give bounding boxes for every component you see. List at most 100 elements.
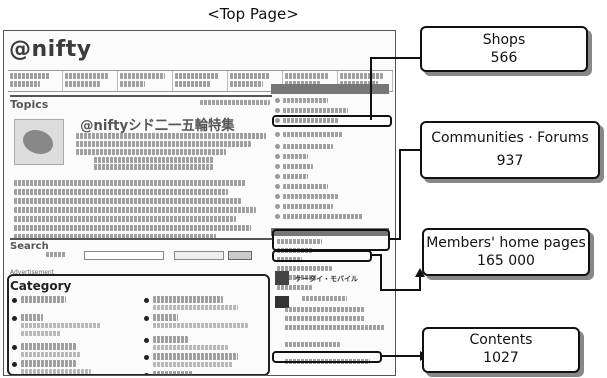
- right-nav-label[interactable]: [283, 204, 333, 209]
- topics-subnav[interactable]: [200, 100, 270, 105]
- search-scope-select[interactable]: [174, 251, 224, 260]
- right-nav-item-screensaver[interactable]: [277, 340, 389, 349]
- topic-link[interactable]: [14, 216, 236, 222]
- mobile-link[interactable]: ケータイ・モバイル: [295, 275, 358, 283]
- right-nav-item[interactable]: [275, 283, 387, 292]
- category-name[interactable]: [153, 336, 188, 343]
- topic-link[interactable]: [14, 234, 216, 240]
- nav-item[interactable]: [63, 71, 118, 91]
- bullet-icon: [275, 184, 280, 189]
- category-sub: [153, 323, 248, 328]
- bullet-icon: [275, 132, 280, 137]
- right-nav-item[interactable]: [275, 162, 387, 171]
- homepages-callout: Members' home pages 165 000: [422, 228, 590, 276]
- feature-image[interactable]: [14, 119, 64, 165]
- feature-text-line: [76, 133, 266, 139]
- right-nav-label[interactable]: [277, 275, 317, 280]
- search-input[interactable]: [84, 251, 164, 260]
- search-heading: Search: [10, 241, 49, 252]
- category-name[interactable]: [153, 314, 178, 321]
- nav-item[interactable]: [228, 71, 283, 91]
- category-name[interactable]: [21, 360, 76, 367]
- right-nav-item[interactable]: [275, 212, 387, 221]
- feature-text-line: [76, 149, 226, 155]
- right-nav-label[interactable]: [285, 325, 385, 330]
- right-nav-label[interactable]: [285, 342, 340, 347]
- category-name[interactable]: [153, 296, 223, 303]
- right-nav-label[interactable]: [277, 285, 312, 290]
- right-nav-label[interactable]: [285, 307, 365, 312]
- right-nav-item[interactable]: [277, 305, 389, 314]
- right-nav-item[interactable]: [275, 96, 387, 105]
- right-nav-label[interactable]: [277, 239, 322, 244]
- right-nav-item[interactable]: [275, 142, 387, 151]
- right-nav-item[interactable]: [275, 182, 387, 191]
- right-nav-label[interactable]: [277, 257, 302, 262]
- topic-link[interactable]: [14, 180, 246, 186]
- nav-item[interactable]: [173, 71, 228, 91]
- phone-icon: [275, 271, 289, 285]
- topic-link[interactable]: [14, 225, 251, 231]
- right-nav-label[interactable]: [283, 118, 338, 123]
- feature-link-line[interactable]: [94, 164, 214, 170]
- right-nav-label[interactable]: [283, 184, 328, 189]
- right-nav-label[interactable]: [283, 174, 308, 179]
- right-nav-item[interactable]: [277, 314, 389, 323]
- right-nav-item[interactable]: [275, 255, 387, 264]
- bullet-icon: [144, 316, 149, 321]
- search-button[interactable]: [228, 251, 252, 260]
- right-nav-item-shopping[interactable]: [275, 130, 387, 139]
- site-logo[interactable]: @nifty: [9, 37, 92, 62]
- bullet-icon: [12, 298, 17, 303]
- right-nav-label[interactable]: [302, 296, 347, 301]
- bullet-icon: [275, 214, 280, 219]
- right-nav-label[interactable]: [283, 164, 313, 169]
- right-nav-item[interactable]: [275, 106, 387, 115]
- right-nav-item-homepage[interactable]: [275, 264, 387, 273]
- category-name[interactable]: [153, 371, 193, 375]
- contents-highlight: [272, 351, 382, 363]
- category-name[interactable]: [21, 343, 76, 350]
- right-nav-item[interactable]: [275, 202, 387, 211]
- topic-link[interactable]: [14, 207, 256, 213]
- right-nav-item-communities[interactable]: [275, 237, 387, 246]
- search-label: [46, 252, 66, 257]
- category-sub: [21, 323, 101, 328]
- feature-block[interactable]: @niftyシド二一五輪特集: [14, 113, 269, 173]
- right-nav-label[interactable]: [283, 214, 363, 219]
- right-nav-label[interactable]: [285, 316, 365, 321]
- right-nav-label[interactable]: [283, 108, 348, 113]
- feature-link-line[interactable]: [94, 157, 214, 163]
- category-name[interactable]: [153, 353, 238, 360]
- bullet-icon: [275, 194, 280, 199]
- shops-highlight: [272, 115, 392, 127]
- communities-highlight: [272, 229, 390, 251]
- right-nav-item[interactable]: [275, 152, 387, 161]
- nav-item[interactable]: [118, 71, 173, 91]
- right-nav-label[interactable]: [277, 266, 332, 271]
- bullet-icon: [144, 338, 149, 343]
- right-nav-label[interactable]: [283, 144, 333, 149]
- right-nav-item[interactable]: [275, 192, 387, 201]
- nav-item[interactable]: [8, 71, 63, 91]
- contents-count: 1027: [483, 350, 519, 366]
- communities-count: 937: [496, 153, 524, 169]
- right-nav-item[interactable]: [275, 116, 387, 125]
- right-nav-item[interactable]: [277, 323, 389, 332]
- topic-link[interactable]: [14, 189, 229, 195]
- right-nav-label[interactable]: [283, 132, 343, 137]
- bullet-icon: [144, 355, 149, 360]
- feature-title[interactable]: @niftyシド二一五輪特集: [80, 118, 235, 134]
- category-name[interactable]: [21, 314, 43, 321]
- right-nav-item[interactable]: [275, 172, 387, 181]
- bullet-icon: [275, 154, 280, 159]
- category-name[interactable]: [21, 296, 66, 303]
- right-nav-label[interactable]: [283, 154, 308, 159]
- right-nav-item[interactable]: [294, 294, 395, 303]
- right-column-subheader: [271, 228, 389, 236]
- right-nav-label[interactable]: [283, 98, 328, 103]
- category-highlight-box: [7, 274, 270, 375]
- topic-link[interactable]: [14, 198, 241, 204]
- right-nav-item[interactable]: [275, 273, 387, 282]
- right-nav-label[interactable]: [283, 194, 338, 199]
